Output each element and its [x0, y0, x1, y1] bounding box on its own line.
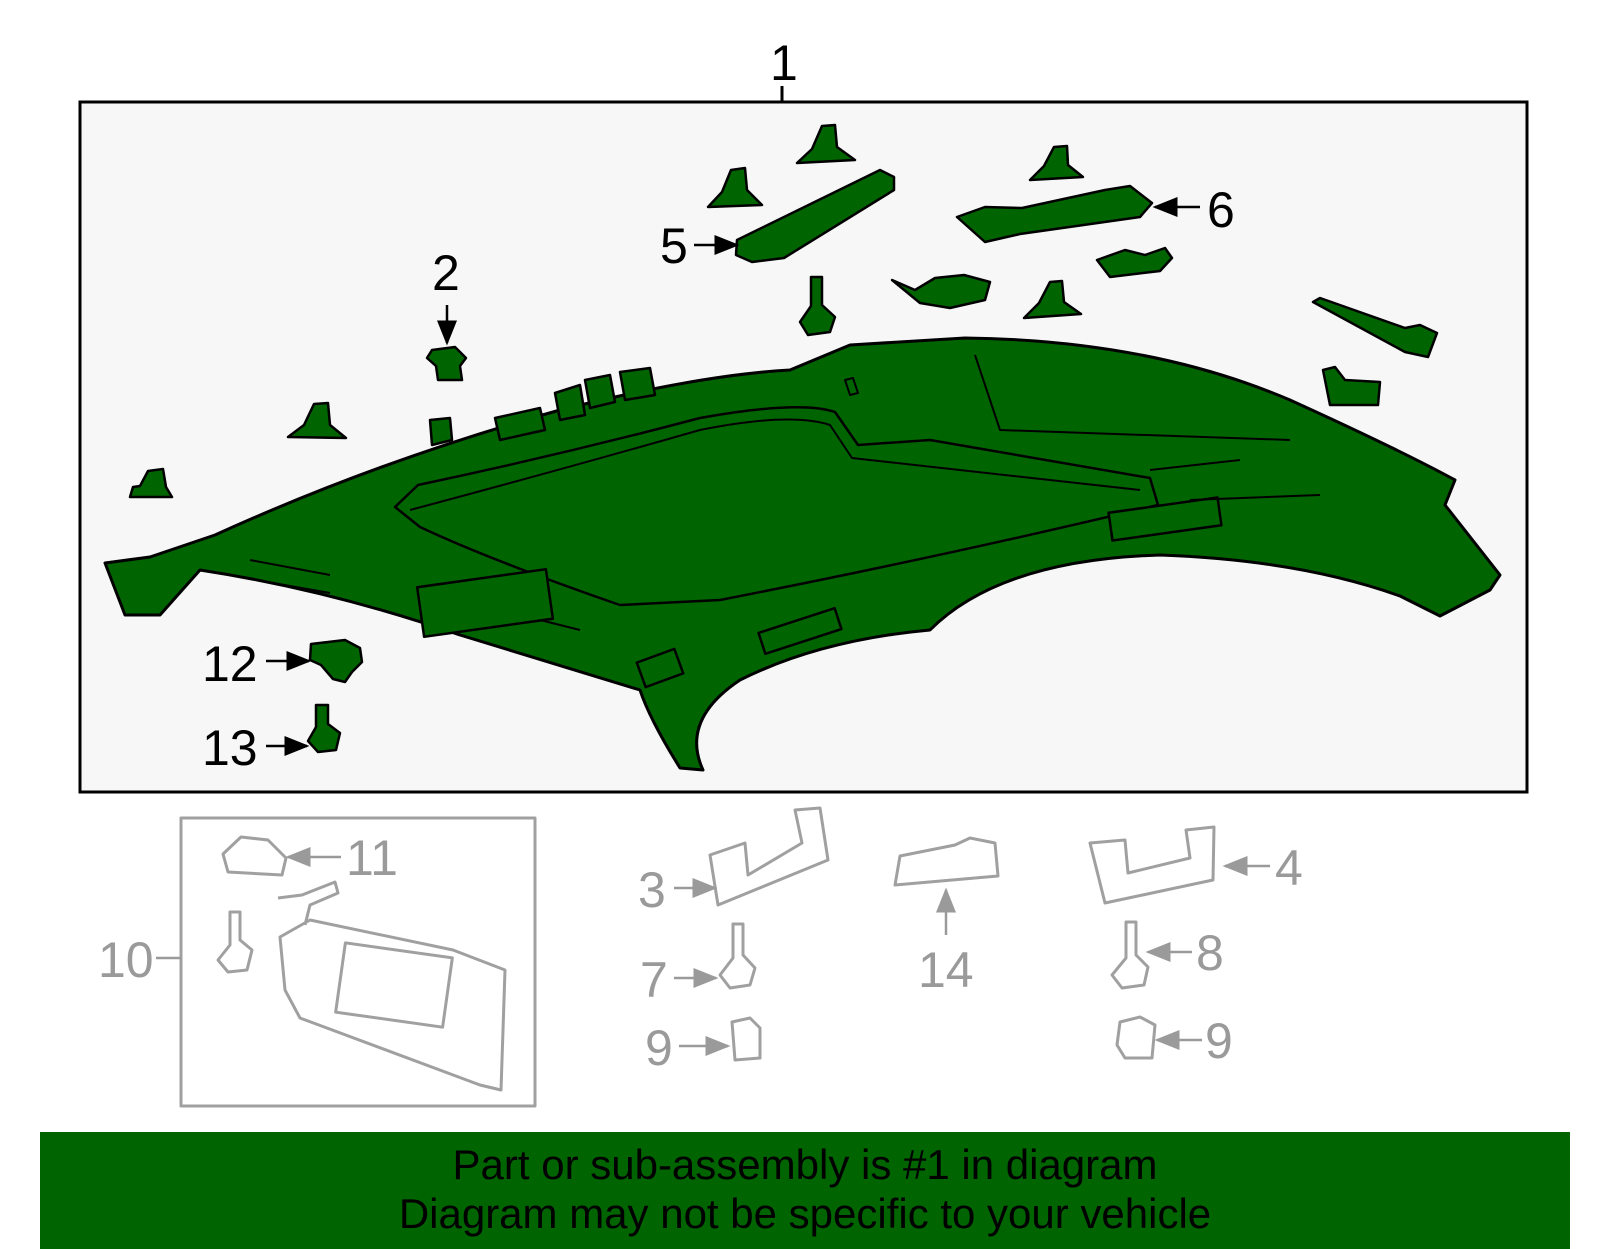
callout-1: 1 — [770, 35, 798, 91]
clip-top-2 — [795, 123, 857, 165]
clip-top-3 — [1028, 144, 1085, 182]
headliner-panel[interactable] — [103, 336, 1502, 772]
info-banner: Part or sub-assembly is #1 in diagram Di… — [40, 1132, 1570, 1249]
callout-9-left: 9 — [645, 1020, 673, 1076]
callout-14: 14 — [918, 942, 974, 998]
secondary-parts[interactable] — [179, 806, 1216, 1108]
banner-line-1: Part or sub-assembly is #1 in diagram — [452, 1141, 1158, 1188]
visor-body — [278, 918, 507, 1092]
retainer-right — [1311, 296, 1439, 359]
clip-center-small — [890, 273, 992, 310]
leaders-black — [266, 197, 1200, 756]
visor-arm — [277, 880, 340, 926]
leaders-grey — [156, 847, 1270, 1056]
sun-visor-box — [179, 816, 537, 1108]
bolt-13 — [306, 703, 342, 754]
visor-clip-11 — [221, 835, 288, 877]
clip-right-1 — [1095, 246, 1174, 279]
callout-3: 3 — [638, 862, 666, 918]
clip-far-left — [128, 467, 174, 499]
callout-4: 4 — [1275, 840, 1303, 896]
clip-right-2 — [1321, 365, 1382, 407]
clip-left — [286, 401, 348, 440]
callout-12: 12 — [202, 636, 258, 692]
bracket-5 — [734, 168, 896, 264]
clip-mid-right — [1022, 279, 1083, 320]
bolt-top — [798, 275, 837, 337]
banner-line-2: Diagram may not be specific to your vehi… — [398, 1190, 1212, 1237]
callout-6: 6 — [1207, 182, 1235, 238]
visor-mirror — [334, 941, 454, 1029]
grab-handle-4 — [1088, 825, 1216, 905]
callout-13: 13 — [202, 720, 258, 776]
lamp-14 — [893, 836, 1000, 887]
clip-top-1 — [706, 166, 764, 209]
callout-5: 5 — [660, 218, 688, 274]
bolt-8 — [1110, 920, 1150, 990]
clip-parts[interactable] — [128, 123, 1439, 754]
bolt-7 — [718, 922, 757, 990]
grab-handle-3 — [708, 806, 830, 907]
cap-9-left — [730, 1016, 762, 1062]
clip-12 — [308, 638, 364, 684]
callout-7: 7 — [640, 952, 668, 1008]
callout-9-right: 9 — [1205, 1013, 1233, 1069]
callout-2: 2 — [432, 245, 460, 301]
callout-8: 8 — [1196, 925, 1224, 981]
cap-9-right — [1115, 1015, 1157, 1060]
callout-11: 11 — [346, 830, 398, 886]
visor-bolt — [216, 910, 254, 974]
callout-10: 10 — [98, 932, 154, 988]
bracket-6 — [955, 184, 1154, 244]
nut-2 — [425, 345, 468, 382]
